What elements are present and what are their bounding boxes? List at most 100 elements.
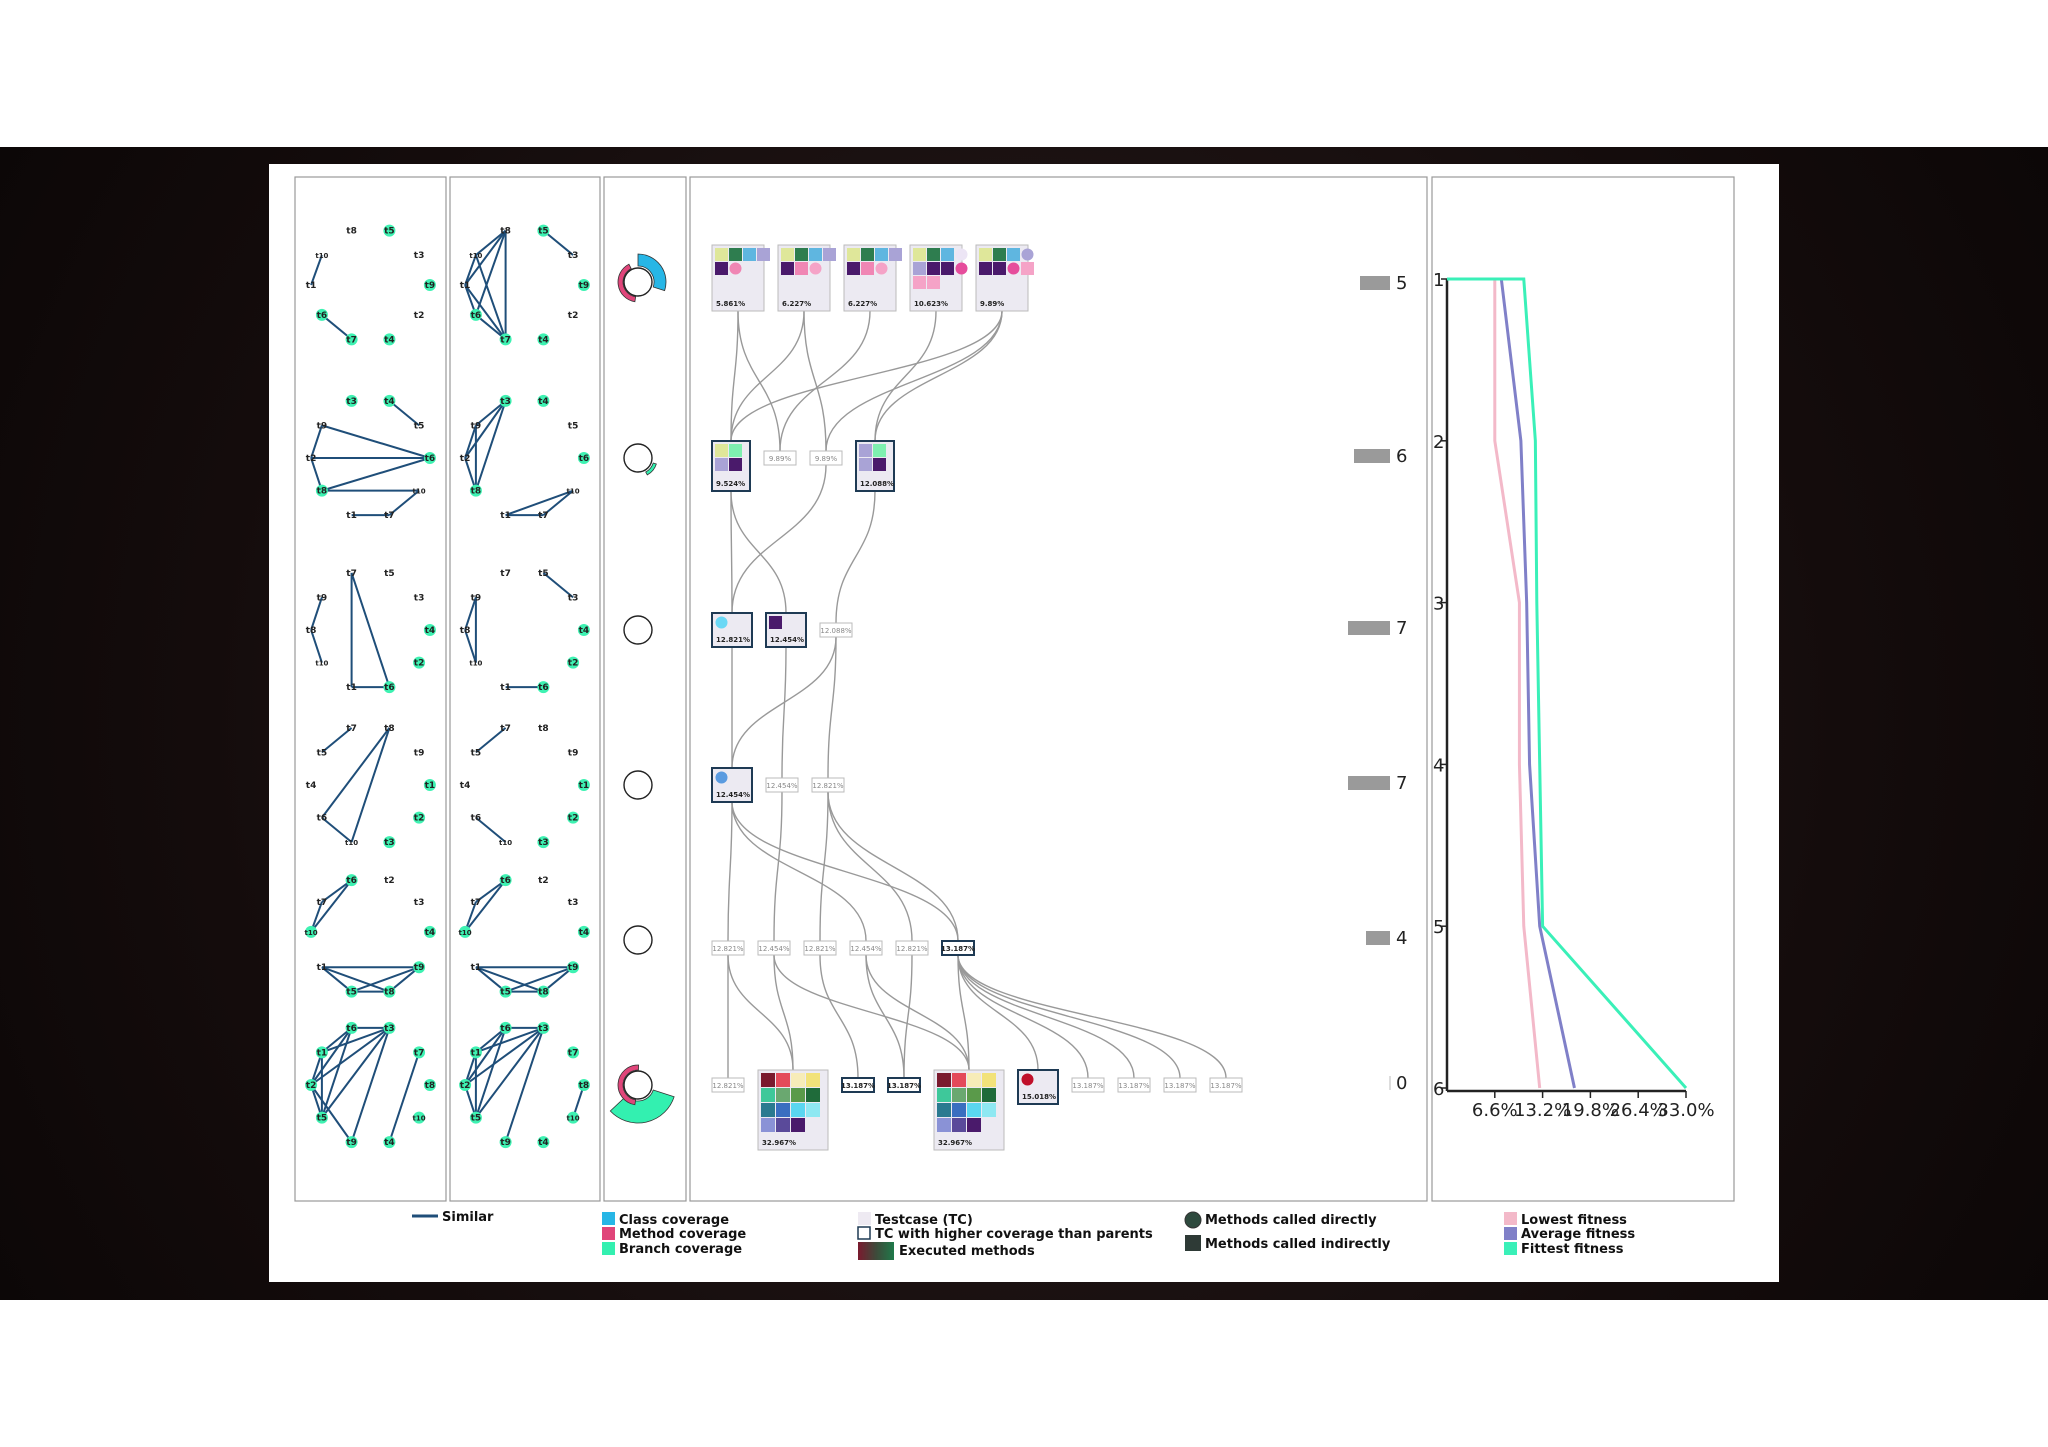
similarity-edge bbox=[505, 966, 574, 993]
similarity-edge bbox=[321, 1027, 353, 1054]
method-called-indirectly bbox=[967, 1088, 981, 1102]
testcase-label: t4 bbox=[384, 397, 395, 407]
testcase-tag: 12.821% bbox=[811, 777, 845, 793]
method-called-indirectly bbox=[761, 1118, 775, 1132]
testcase-box bbox=[841, 1077, 875, 1093]
parent-child-link bbox=[773, 954, 794, 1071]
method-called-indirectly bbox=[982, 1073, 996, 1087]
testcase-label: t9 bbox=[317, 421, 328, 431]
testcase-node bbox=[567, 811, 580, 824]
method-called-indirectly bbox=[823, 248, 836, 261]
testcase-box bbox=[1071, 1077, 1105, 1093]
method-called-directly bbox=[715, 616, 728, 629]
testcase-label: t10 bbox=[459, 929, 472, 937]
similarity-edge bbox=[475, 400, 507, 427]
parent-child-link bbox=[957, 954, 1181, 1079]
coverage-percentage: 9.89% bbox=[980, 300, 1004, 308]
testcase-card: 12.454% bbox=[711, 767, 753, 803]
testcase-label: t2 bbox=[414, 814, 425, 824]
testcase-label: t10 bbox=[499, 839, 512, 847]
testcase-tag: 12.821% bbox=[711, 1077, 745, 1093]
similarity-edge bbox=[321, 966, 353, 993]
testcase-label: t10 bbox=[413, 488, 426, 496]
testcase-node bbox=[383, 985, 396, 998]
testcase-label: t5 bbox=[384, 569, 395, 579]
testcase-node bbox=[423, 452, 436, 464]
parent-child-link bbox=[737, 310, 781, 452]
testcase-node bbox=[345, 874, 358, 887]
testcase-label: t8 bbox=[306, 626, 317, 636]
coverage-percentage: 13.187% bbox=[1072, 1082, 1103, 1090]
similarity-edge bbox=[388, 400, 420, 427]
parent-child-link bbox=[731, 801, 959, 942]
parent-child-link bbox=[835, 490, 876, 624]
testcase-label: t3 bbox=[500, 397, 511, 407]
testcase-box bbox=[809, 450, 843, 466]
testcase-box bbox=[819, 622, 853, 638]
testcase-label: t1 bbox=[500, 683, 511, 693]
method-called-indirectly bbox=[952, 1118, 966, 1132]
testcase-label: t3 bbox=[384, 1024, 395, 1034]
generation-count-label: 4 bbox=[1396, 928, 1407, 949]
testcase-label: t7 bbox=[346, 724, 357, 734]
testcase-label: t2 bbox=[306, 1081, 317, 1091]
testcase-tag: 9.89% bbox=[809, 450, 843, 466]
similarity-edge bbox=[310, 254, 323, 286]
similarity-edge bbox=[475, 727, 507, 754]
method-called-directly bbox=[1007, 262, 1020, 275]
method-called-indirectly bbox=[776, 1118, 790, 1132]
testcase-node bbox=[345, 985, 358, 998]
testcase-node bbox=[383, 394, 396, 407]
testcase-box bbox=[1209, 1077, 1243, 1093]
method-called-indirectly bbox=[913, 262, 926, 275]
legend: Similar Class coverage Method coverage B… bbox=[412, 1210, 1635, 1260]
coverage-percentage: 12.821% bbox=[896, 945, 927, 953]
lowest-fitness-swatch bbox=[1504, 1212, 1517, 1225]
coverage-percentage: 12.821% bbox=[804, 945, 835, 953]
testcase-tag: 12.088% bbox=[819, 622, 853, 638]
method-coverage-arc bbox=[617, 1064, 640, 1106]
testcase-label: t8 bbox=[384, 724, 395, 734]
method-called-indirectly bbox=[761, 1073, 775, 1087]
similarity-edge bbox=[464, 1027, 544, 1086]
legend-executed-methods: Executed methods bbox=[899, 1244, 1035, 1259]
coverage-percentage: 12.454% bbox=[766, 782, 797, 790]
testcase-label: t9 bbox=[471, 421, 482, 431]
coverage-percentage: 13.187% bbox=[1164, 1082, 1195, 1090]
similarity-edge bbox=[475, 966, 544, 993]
tc-higher-swatch bbox=[857, 1226, 871, 1240]
testcase-box bbox=[811, 777, 845, 793]
testcase-tag: 12.821% bbox=[803, 940, 837, 956]
testcase-label: t4 bbox=[538, 1138, 549, 1148]
similarity-edge bbox=[464, 597, 477, 631]
method-called-indirectly bbox=[847, 248, 860, 261]
method-called-indirectly bbox=[937, 1088, 951, 1102]
similarity-edge bbox=[475, 314, 507, 341]
coverage-percentage: 12.821% bbox=[812, 782, 843, 790]
testcase-node bbox=[345, 1136, 358, 1149]
similarity-edge bbox=[310, 1084, 353, 1143]
testcase-label: t8 bbox=[384, 988, 395, 998]
fitness-y-tick-label: 2 bbox=[1433, 432, 1444, 453]
fitness-x-tick-label: 26.4% bbox=[1610, 1100, 1667, 1121]
parent-child-link bbox=[730, 490, 787, 614]
testcase-label: t6 bbox=[471, 814, 482, 824]
testcase-label: t1 bbox=[471, 963, 482, 973]
fitness-y-tick-label: 5 bbox=[1433, 917, 1444, 938]
testcase-label: t5 bbox=[471, 748, 482, 758]
generation-count-bar bbox=[1360, 276, 1390, 290]
testcase-node bbox=[459, 1079, 472, 1091]
method-called-indirectly bbox=[982, 1088, 996, 1102]
testcase-node bbox=[413, 961, 426, 974]
testcase-label: t8 bbox=[538, 724, 549, 734]
generation-count-bar bbox=[1348, 621, 1390, 635]
testcase-box bbox=[1163, 1077, 1197, 1093]
testcase-tag: 13.187% bbox=[887, 1077, 921, 1093]
parent-child-link bbox=[957, 954, 1089, 1079]
testcase-label: t10 bbox=[305, 929, 318, 937]
parent-child-link bbox=[827, 791, 913, 942]
parent-child-link bbox=[727, 954, 794, 1071]
